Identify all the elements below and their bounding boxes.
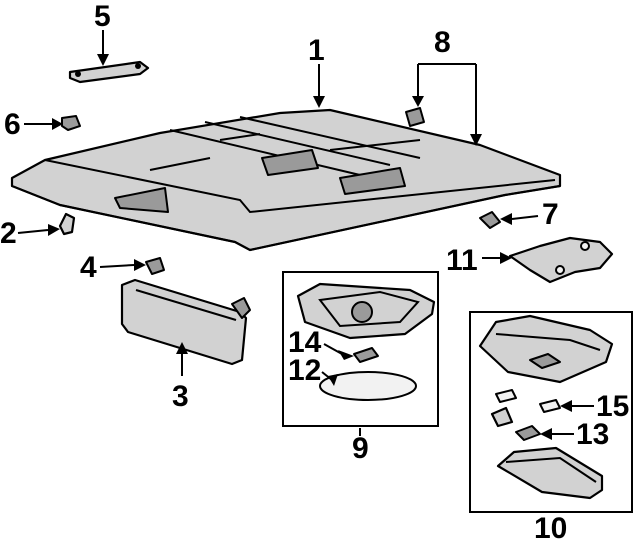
svg-text:8: 8 <box>434 26 451 59</box>
svg-text:1: 1 <box>308 34 325 67</box>
svg-text:6: 6 <box>4 108 21 141</box>
callout-5: 5 <box>94 0 111 66</box>
callout-11: 11 <box>446 244 512 277</box>
svg-text:3: 3 <box>172 380 189 413</box>
sun-visor-part <box>120 278 251 366</box>
svg-text:2: 2 <box>0 217 17 250</box>
callout-8: 8 <box>412 26 482 146</box>
callout-2: 2 <box>0 217 60 250</box>
headliner-part <box>10 108 562 252</box>
lamp-socket-part <box>479 211 501 229</box>
grab-handle-part <box>68 60 150 84</box>
svg-text:4: 4 <box>80 251 97 284</box>
clip-part-8 <box>405 107 425 127</box>
callout-6: 6 <box>4 108 63 141</box>
bracket-part-4 <box>145 257 165 275</box>
callout-1: 1 <box>308 34 325 108</box>
svg-text:9: 9 <box>352 432 369 465</box>
callout-13: 13 <box>540 418 609 451</box>
callout-10: 10 <box>534 512 567 542</box>
callout-4: 4 <box>80 251 146 284</box>
svg-text:15: 15 <box>596 390 629 423</box>
svg-text:10: 10 <box>534 512 567 542</box>
svg-text:5: 5 <box>94 0 111 33</box>
clip-part-6 <box>61 115 81 131</box>
callout-12: 12 <box>288 354 338 387</box>
callout-3: 3 <box>172 342 189 413</box>
callout-9: 9 <box>352 428 369 465</box>
map-lamp-box <box>469 311 633 513</box>
svg-text:12: 12 <box>288 354 321 387</box>
dome-lamp-box <box>282 271 439 427</box>
svg-text:13: 13 <box>576 418 609 451</box>
bracket-part-11 <box>508 236 614 284</box>
callout-7: 7 <box>500 198 559 231</box>
svg-text:14: 14 <box>288 326 322 359</box>
svg-text:7: 7 <box>542 198 559 231</box>
clip-part-2 <box>58 212 76 236</box>
svg-text:11: 11 <box>446 244 478 277</box>
callout-15: 15 <box>560 390 629 423</box>
callout-14: 14 <box>288 326 354 360</box>
